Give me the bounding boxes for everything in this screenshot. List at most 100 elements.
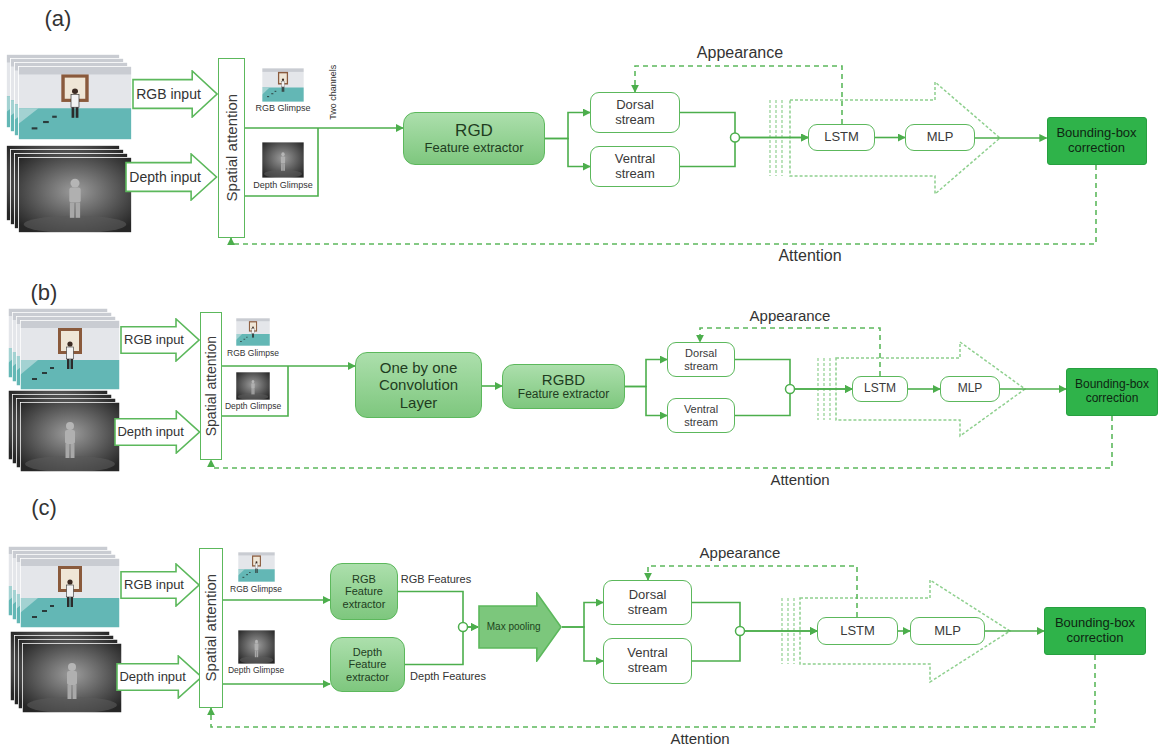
input-arrow: RGB input <box>120 563 200 607</box>
merge-junction <box>786 385 795 394</box>
connector <box>1000 388 1066 390</box>
flow-label: Depth Features <box>407 670 489 683</box>
rgb-frame <box>20 320 120 390</box>
panel-label: (a) <box>45 6 72 31</box>
flow-label: Appearance <box>694 44 786 62</box>
node-text: LSTM <box>864 382 896 396</box>
output-box: Bounding-box correction <box>1047 117 1147 165</box>
node-text: Bounding-box correction <box>1072 378 1152 406</box>
node-text: RGB input <box>124 578 184 593</box>
node-text: RGB input <box>124 333 184 348</box>
connector <box>692 603 817 632</box>
node-text: Depth input <box>129 169 201 185</box>
extractor-box: One by one Convolution Layer <box>355 352 482 418</box>
rgb-glimpse <box>238 552 275 582</box>
node-text: RGB input <box>136 86 201 102</box>
glimpse-label: RGB Glimpse <box>255 103 310 113</box>
glimpse-label: Depth Glimpse <box>225 402 281 412</box>
node-text: Depth input <box>117 425 184 440</box>
flow-label: Attention <box>667 730 732 747</box>
process-box: MLP <box>905 124 975 151</box>
process-box: LSTM <box>808 124 875 151</box>
arrow-shape <box>133 71 217 117</box>
glimpse-label: RGB Glimpse <box>230 585 282 595</box>
flow-label: Attention <box>775 247 844 265</box>
node-text: Feature extractor <box>518 388 609 402</box>
depth-glimpse <box>238 630 275 664</box>
arrow-shape <box>121 319 199 361</box>
input-arrow: RGB input <box>132 70 218 118</box>
connector <box>223 599 330 601</box>
depth-glimpse <box>236 372 270 400</box>
connector <box>223 683 330 685</box>
connector <box>398 592 478 628</box>
merge-junction <box>459 623 468 632</box>
arrow-shape <box>121 564 199 606</box>
output-box: Bounding-box correction <box>1044 607 1146 655</box>
process-box: Ventral stream <box>603 638 692 684</box>
flow-label: Appearance <box>697 544 784 561</box>
node-text: Spatial attention <box>203 336 219 436</box>
recurrent-arrow <box>790 82 1000 194</box>
arrow-shape <box>117 656 202 698</box>
output-box: Bounding-box correction <box>1066 368 1158 416</box>
node-text: MLP <box>958 382 983 396</box>
node-text: Max pooling <box>487 621 541 633</box>
node-text: Ventral stream <box>605 152 665 182</box>
node-text: Depth input <box>119 670 186 685</box>
pooling-arrow: Max pooling <box>478 592 562 662</box>
process-box: Dorsal stream <box>667 342 735 377</box>
depth-glimpse <box>262 142 304 178</box>
arrow-shape <box>126 154 217 200</box>
node-text: Depth Feature extractor <box>338 646 398 684</box>
process-box: LSTM <box>852 376 908 402</box>
node-text: Dorsal stream <box>605 98 665 128</box>
process-box: Ventral stream <box>667 398 735 433</box>
connector <box>245 127 403 129</box>
connector <box>735 360 852 390</box>
process-box: Dorsal stream <box>590 92 680 133</box>
channel-label: Two channels <box>329 64 339 119</box>
connector <box>875 137 905 139</box>
connector <box>735 389 852 416</box>
glimpse-label: Depth Glimpse <box>228 666 284 676</box>
rgb-frame <box>20 558 120 628</box>
input-arrow: Depth input <box>125 153 218 201</box>
node-text: Dorsal stream <box>618 588 678 618</box>
node-text: LSTM <box>824 130 859 145</box>
glimpse-label: RGB Glimpse <box>227 349 279 359</box>
connector <box>692 631 817 661</box>
connector <box>985 630 1044 632</box>
node-text: RGD <box>455 121 493 141</box>
connector <box>625 360 667 387</box>
merge-junction <box>731 133 740 142</box>
panel-label: (c) <box>31 495 57 520</box>
connector <box>562 603 603 628</box>
connector <box>625 387 667 416</box>
connector <box>222 365 355 367</box>
node-text: Ventral stream <box>676 403 726 428</box>
node-text: Bounding-box correction <box>1053 126 1141 156</box>
connector <box>898 630 910 632</box>
connector <box>680 113 808 138</box>
flow-label: RGB Features <box>398 573 474 586</box>
connector <box>680 138 808 167</box>
node-text: Spatial attention <box>223 94 240 202</box>
node-text: Dorsal stream <box>676 347 726 372</box>
node-text: Spatial attention <box>202 574 219 682</box>
extractor-box: RGDFeature extractor <box>403 112 545 165</box>
panel-label: (b) <box>31 280 58 305</box>
attention-box: Spatial attention <box>200 312 222 460</box>
connector <box>908 388 940 390</box>
node-text: Ventral stream <box>618 646 678 676</box>
connector <box>975 137 1047 139</box>
attention-box: Spatial attention <box>199 548 222 708</box>
flow-label: Appearance <box>747 307 834 324</box>
rgb-frame <box>18 66 132 140</box>
input-arrow: Depth input <box>116 655 203 699</box>
connector <box>545 113 590 139</box>
node-text: RGBD <box>542 371 585 388</box>
connector <box>545 139 590 167</box>
node-text: RGB Feature extractor <box>336 573 392 611</box>
flow-label: Attention <box>767 471 832 488</box>
